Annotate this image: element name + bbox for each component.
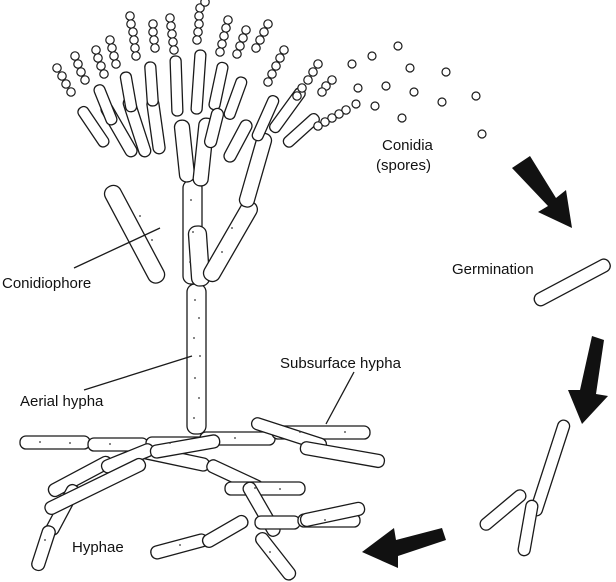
branching-germ-tube [479,419,571,557]
arrow-conidia-to-germination [512,156,572,228]
conidiophore-structure [77,49,320,435]
conidiophore-leader [73,227,161,269]
germination-label: Germination [452,261,534,278]
aerial-hypha-label: Aerial hypha [20,393,104,410]
germinating-spore [533,258,611,307]
arrow-germination-to-branching [568,336,608,424]
label-leader-lines [73,227,355,425]
aerial-hypha-leader [83,355,193,391]
hyphae-label: Hyphae [72,539,124,556]
spores-label: (spores) [376,157,431,174]
conidia-label: Conidia [382,137,434,154]
hyphae-network [19,417,386,581]
subsurface-hypha-leader [325,371,355,425]
arrow-branching-to-hyphae [362,528,446,568]
conidia-chains [52,0,351,131]
conidiophore-label: Conidiophore [2,275,91,292]
life-cycle-arrows [362,156,608,568]
labels: Conidia (spores) Germination Conidiophor… [2,137,534,556]
cell-stippling [39,199,346,553]
subsurface-hypha-label: Subsurface hypha [280,355,402,372]
free-conidia [347,41,487,139]
